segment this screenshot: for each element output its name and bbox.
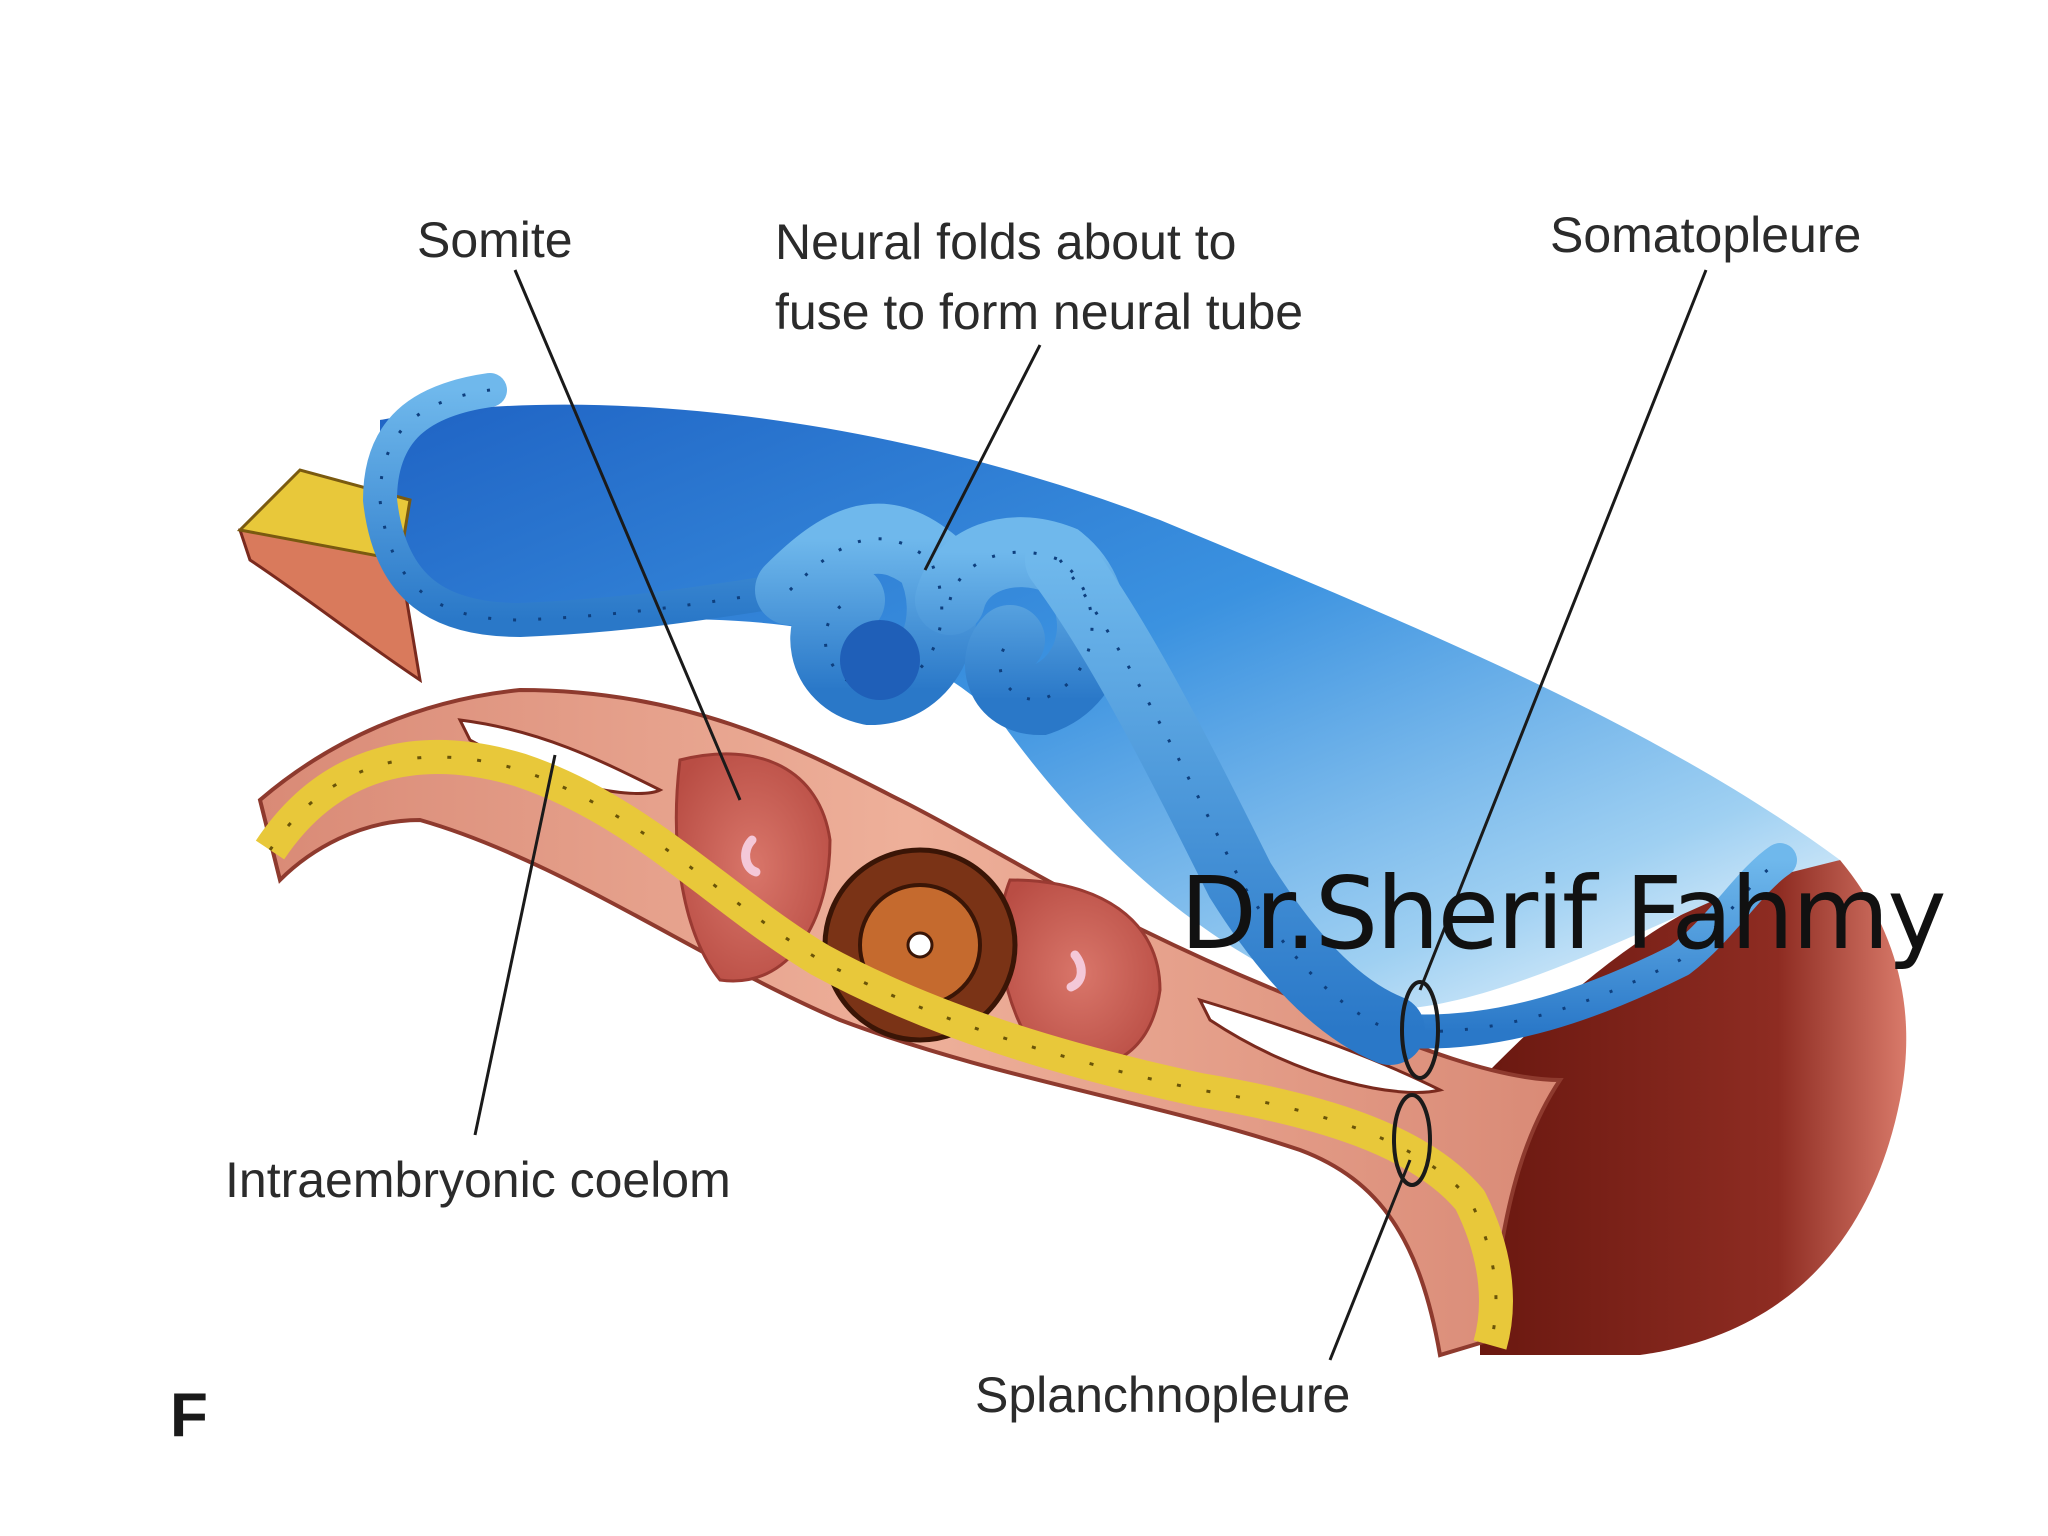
label-splanchnopleure: Splanchnopleure — [975, 1367, 1351, 1423]
label-somatopleure: Somatopleure — [1550, 207, 1862, 263]
watermark-text: Dr.Sherif Fahmy — [1180, 855, 1947, 972]
label-somite: Somite — [417, 212, 573, 268]
leader-splanchnopleure — [1328, 1159, 1412, 1361]
label-intraembryonic-coelom: Intraembryonic coelom — [225, 1152, 731, 1208]
leader-intraembryonic-coelom — [473, 754, 557, 1136]
surface-ectoderm-sheet — [380, 404, 1840, 1010]
panel-letter: F — [170, 1381, 208, 1450]
leader-somatopleure — [1418, 269, 1708, 991]
endoderm-layer — [255, 740, 1513, 1350]
neural-folds — [755, 503, 1425, 1065]
ectoderm-cell-border — [362, 373, 1797, 1049]
leader-somite — [513, 269, 742, 801]
splanchnopleure-indicator — [1392, 1093, 1432, 1187]
somatopleure-indicator — [1400, 980, 1440, 1080]
leader-lines — [473, 269, 1708, 1361]
label-neural-folds-line1: Neural folds about to — [775, 214, 1237, 270]
leader-neural-folds — [923, 344, 1042, 571]
label-neural-folds-line2: fuse to form neural tube — [775, 284, 1304, 340]
